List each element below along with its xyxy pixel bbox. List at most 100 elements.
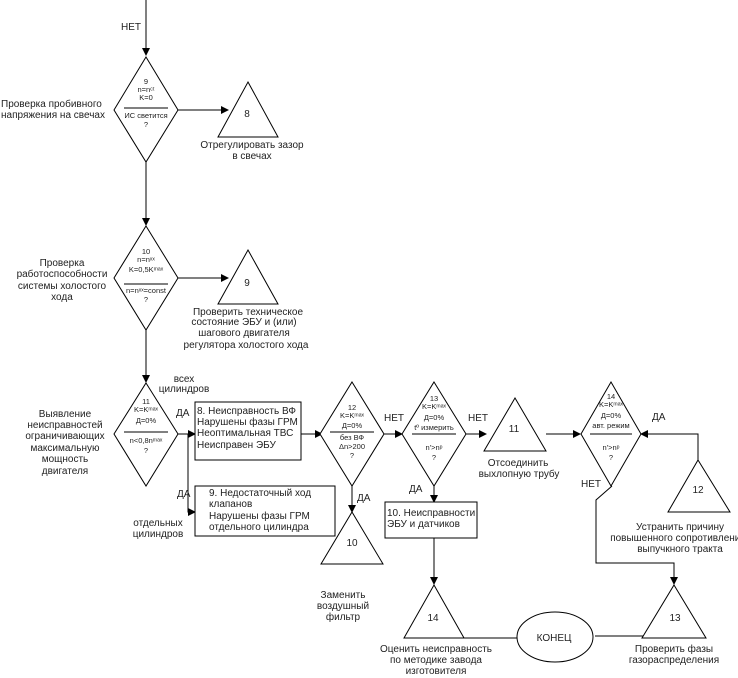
d12-number: 12 — [348, 403, 356, 412]
d10-line4: ? — [144, 295, 148, 304]
t14-caption2: по методике завода — [390, 655, 482, 666]
d10-number: 10 — [142, 247, 150, 256]
d12-line1: K=Kᵐᵃˣ — [340, 411, 364, 420]
decision-12: 12 K=Kᵐᵃˣ Д=0% без ВФ Δn>200 ? — [319, 381, 385, 487]
b9-line4: отдельного цилиндра — [209, 522, 309, 533]
d13-line3: tº измерить — [414, 423, 454, 432]
b10-line1: 10. Неисправности — [387, 508, 475, 519]
t10-caption2: воздушный — [317, 601, 369, 612]
label-da-14: ДА — [652, 412, 666, 423]
label-sep-cyl-1: отдельных — [133, 518, 182, 529]
d11-line2: Д=0% — [136, 416, 157, 425]
t11-caption1: Отсоединить — [488, 458, 549, 469]
b10-line2: ЭБУ и датчиков — [387, 519, 460, 530]
decision-14: 14 K=Kᵐᵃˣ Д=0% авт. режим n'>nᵖ ? — [580, 380, 642, 488]
label-net-top: НЕТ — [121, 22, 141, 33]
fault-box-10: 10. Неисправности ЭБУ и датчиков — [384, 501, 478, 539]
d11-line4: ? — [144, 446, 148, 455]
action-triangle-9: 9 Проверить техническое состояние ЭБУ и … — [184, 248, 309, 351]
d13-line5: ? — [432, 453, 436, 462]
action-triangle-14: 14 Оценить неисправность по методике зав… — [380, 583, 492, 677]
action-triangle-13: 13 Проверить фазы газораспределения — [629, 584, 719, 666]
label-idle-1: Проверка — [40, 258, 85, 269]
label-net-13: НЕТ — [468, 413, 488, 424]
decision-11: 11 K=Kᵐᵃˣ Д=0% n<0,8nᵐᵃˣ ? — [113, 382, 179, 487]
d14-line1: K=Kᵐᵃˣ — [599, 400, 623, 409]
b8-line3: Неоптимальная ТВС — [197, 428, 293, 439]
t14-caption3: изготовителя — [406, 666, 467, 677]
label-find-3: ограничивающих — [25, 431, 104, 442]
d10-line1: n=nˣˣ — [137, 255, 155, 264]
d9-line1: n=nᶜᵗ — [137, 85, 154, 94]
decision-10: 10 n=nˣˣ K=0,5Kᵐᵃˣ n=nˣˣ=const ? — [113, 225, 179, 331]
end-label: КОНЕЦ — [537, 633, 572, 644]
t12-caption3: выпучкного тракта — [637, 544, 723, 555]
d10-line2: K=0,5Kᵐᵃˣ — [129, 265, 164, 274]
label-all-cyl-2: цилиндров — [159, 384, 210, 395]
fault-box-9: 9. Недостаточный ход клапанов Нарушены ф… — [194, 485, 336, 537]
d14-number: 14 — [607, 392, 615, 401]
d13-line4: n'>nᵖ — [426, 443, 443, 452]
t12-number: 12 — [692, 485, 704, 496]
d11-line1: K=Kᵐᵃˣ — [134, 405, 158, 414]
b8-line1: 8. Неисправность ВФ — [197, 406, 296, 417]
t13-number: 13 — [669, 613, 681, 624]
d14-line2: Д=0% — [601, 411, 622, 420]
t8-number: 8 — [244, 109, 250, 120]
decision-9: 9 n=nᶜᵗ K=0 ИС светится ? — [113, 56, 179, 163]
d12-line3: без ВФ — [340, 433, 364, 442]
t10-number: 10 — [346, 538, 358, 549]
d11-line3: n<0,8nᵐᵃˣ — [130, 436, 163, 445]
t9-caption3: шагового двигателя — [198, 328, 290, 339]
label-da-13: ДА — [409, 484, 423, 495]
t11-caption2: выхлопную трубу — [479, 468, 560, 480]
d14-line4: n'>nᵖ — [603, 443, 620, 452]
d13-number: 13 — [430, 394, 438, 403]
t11-number: 11 — [509, 424, 520, 435]
label-net-12: НЕТ — [384, 413, 404, 424]
decision-13: 13 K=Kᵐᵃˣ Д=0% tº измерить n'>nᵖ ? — [401, 381, 467, 487]
t10-caption1: Заменить — [321, 590, 366, 601]
label-all-cyl-1: всех — [174, 374, 195, 385]
d9-line3: ИС светится — [124, 111, 167, 120]
b9-line1: 9. Недостаточный ход — [209, 488, 311, 499]
label-find-2: неисправностей — [27, 420, 102, 431]
label-da-11-down: ДА — [177, 489, 191, 500]
t10-caption3: фильтр — [326, 611, 361, 623]
t9-caption4: регулятора холостого хода — [184, 340, 309, 351]
connectors — [142, 0, 699, 639]
label-find-6: двигателя — [42, 466, 88, 477]
t9-caption1: Проверить техническое — [193, 307, 304, 318]
label-da-12: ДА — [357, 493, 371, 504]
d12-line4: Δn>200 — [339, 442, 365, 451]
label-find-4: максимальную — [30, 443, 100, 454]
d9-line2: K=0 — [139, 93, 153, 102]
d12-line5: ? — [350, 451, 354, 460]
label-find-1: Выявление — [39, 409, 92, 420]
d13-line1: K=Kᵐᵃˣ — [422, 402, 446, 411]
action-triangle-11: 11 Отсоединить выхлопную трубу — [479, 397, 560, 480]
t9-caption2: состояние ЭБУ и (или) — [191, 317, 296, 328]
label-da-11-right: ДА — [176, 408, 190, 419]
d11-number: 11 — [142, 397, 150, 406]
action-triangle-8: 8 Отрегулировать зазор в свечах — [200, 80, 304, 162]
t8-caption2: в свечах — [232, 151, 271, 162]
action-triangle-10: 10 Заменить воздушный фильтр — [317, 511, 384, 623]
b9-line2: клапанов — [209, 499, 252, 510]
t14-number: 14 — [427, 613, 439, 624]
b8-line2: Нарушены фазы ГРМ — [197, 416, 298, 428]
label-find-5: мощность — [42, 454, 89, 465]
fault-box-8: 8. Неисправность ВФ Нарушены фазы ГРМ Не… — [194, 401, 302, 461]
d14-line3: авт. режим — [592, 421, 629, 430]
end-terminal: КОНЕЦ — [516, 611, 594, 663]
label-idle-4: хода — [51, 292, 73, 303]
action-triangle-12: 12 Устранить причину повышенного сопроти… — [610, 459, 738, 555]
b8-line4: Неисправен ЭБУ — [197, 440, 276, 451]
d12-line2: Д=0% — [342, 421, 363, 430]
d10-line3: n=nˣˣ=const — [126, 286, 167, 295]
t14-caption1: Оценить неисправность — [380, 644, 492, 655]
d9-line4: ? — [144, 120, 148, 129]
t12-caption2: повышенного сопротивления — [610, 533, 738, 544]
label-check-spark-2: напряжения на свечах — [1, 110, 105, 121]
